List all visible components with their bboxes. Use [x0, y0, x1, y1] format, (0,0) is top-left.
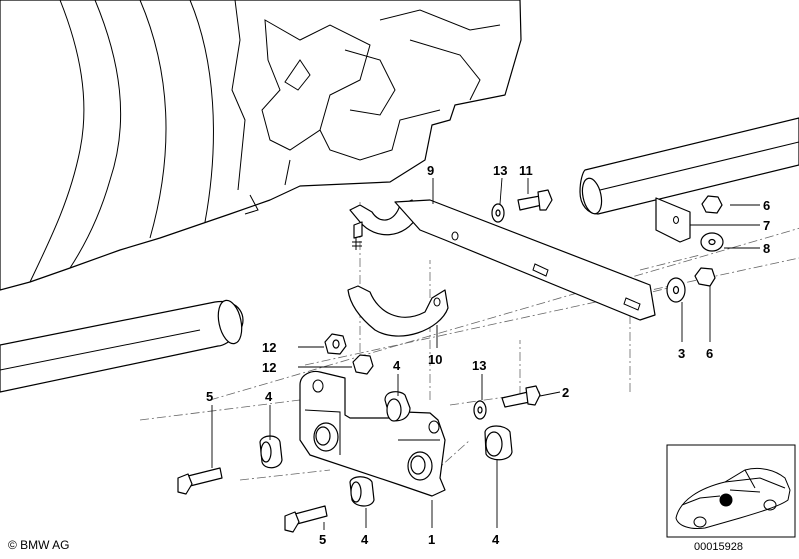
mounting-plate: [299, 370, 446, 497]
callout-7: 7: [763, 218, 770, 233]
callout-12-lower: 12: [262, 360, 276, 375]
callout-13-upper: 13: [493, 163, 507, 178]
alignment-lines: [139, 200, 799, 486]
washers-nuts: [324, 195, 724, 420]
support-bracket: [394, 199, 656, 321]
bolts: [177, 189, 553, 533]
document-number: 00015928: [694, 541, 743, 553]
rubber-mounts: [259, 391, 513, 507]
callout-4-center: 4: [393, 358, 401, 373]
callout-6-upper: 6: [763, 198, 770, 213]
callout-1: 1: [428, 532, 435, 547]
callout-2: 2: [562, 385, 569, 400]
callout-5-upper: 5: [206, 389, 213, 404]
callout-8: 8: [763, 241, 770, 256]
exhaust-pipe-left: [0, 299, 244, 393]
callout-6-lower: 6: [706, 346, 713, 361]
bracket-clip: [655, 197, 691, 243]
vehicle-location-thumbnail: [666, 444, 796, 538]
copyright-text: © BMW AG: [8, 538, 70, 552]
callout-4-left: 4: [265, 389, 273, 404]
callout-10: 10: [428, 352, 442, 367]
transmission-housing: [0, 0, 522, 291]
callout-4-right: 4: [492, 532, 500, 547]
callout-5-lower: 5: [319, 532, 326, 547]
leader-lines: [211, 177, 760, 530]
exhaust-pipe-right: [579, 117, 799, 215]
callout-3: 3: [678, 346, 685, 361]
callout-11: 11: [519, 163, 533, 178]
callout-numbers: 9 13 11 6 7 8 3 6 10 12 12 4 13 2 5 4 5 …: [206, 163, 770, 547]
location-marker-icon: [719, 493, 733, 507]
callout-12-upper: 12: [262, 340, 276, 355]
pipe-clamp-lower: [347, 285, 449, 337]
callout-9: 9: [427, 163, 434, 178]
callout-13-lower: 13: [472, 358, 486, 373]
callout-4-bottom: 4: [361, 532, 369, 547]
